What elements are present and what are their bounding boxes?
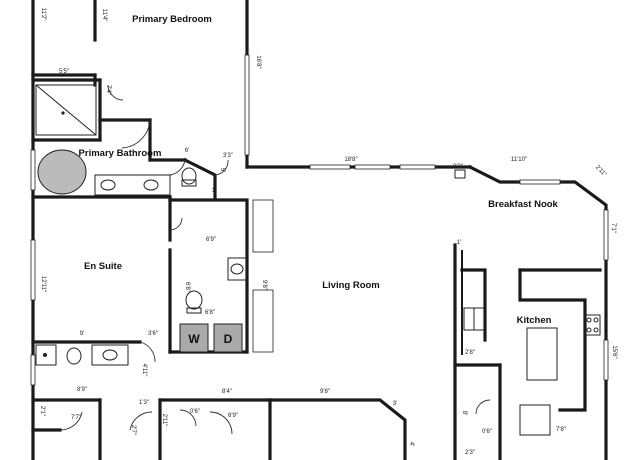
dimension-label: 6'8" — [205, 310, 215, 316]
shower — [35, 84, 97, 136]
label-breakfast-nook: Breakfast Nook — [488, 199, 558, 210]
dimension-label: 5'5" — [59, 69, 69, 75]
window — [603, 339, 609, 381]
dimension-label: 0'6" — [190, 409, 200, 415]
washer — [179, 323, 209, 353]
toilet — [185, 290, 203, 310]
dimension-label: 8'9" — [77, 387, 87, 393]
dimension-label: 18'8" — [344, 157, 357, 163]
dimension-label: 2'3" — [465, 450, 475, 456]
dimension-label: 6'9" — [228, 413, 238, 419]
sink — [143, 179, 159, 191]
dimension-label: 3'6" — [148, 331, 158, 337]
label-primary-bathroom: Primary Bathroom — [79, 148, 162, 159]
refrigerator — [519, 404, 551, 436]
dimension-label: 6'8" — [184, 282, 190, 292]
dimension-label: 1' — [212, 188, 216, 194]
dimension-label: 2'11" — [161, 414, 167, 427]
dimension-label: 0'3" — [453, 164, 463, 170]
dimension-label: 1'3" — [139, 400, 149, 406]
vanity — [94, 174, 171, 196]
dimension-label: 4' — [408, 442, 414, 446]
dimension-label: 6' — [185, 148, 189, 154]
dimension-label: 2'7" — [130, 425, 136, 435]
washer-label: W — [188, 332, 200, 346]
toilet — [181, 167, 197, 185]
windows — [30, 54, 609, 386]
doors — [59, 84, 491, 435]
bathtub — [37, 149, 87, 195]
room-labels: Primary Bedroom Primary Bathroom En Suit… — [79, 14, 559, 326]
window — [244, 54, 250, 156]
window — [30, 149, 36, 191]
label-kitchen: Kitchen — [517, 315, 552, 326]
appliance-labels: W D — [188, 332, 232, 346]
dimension-label: 1' — [457, 240, 461, 246]
fixtures — [35, 84, 602, 436]
window — [309, 164, 351, 170]
vanity — [91, 344, 129, 366]
label-living-room: Living Room — [322, 280, 380, 291]
dimension-label: 11'4" — [101, 9, 107, 22]
window — [603, 209, 609, 261]
dimension-label: 11'10" — [511, 157, 527, 163]
dimension-label: 3' — [393, 401, 397, 407]
dimension-label: 9'8" — [261, 280, 267, 290]
dimension-label: 2'1" — [39, 406, 45, 416]
toilet — [66, 347, 82, 365]
dimension-label: 16'8" — [255, 55, 261, 68]
window — [354, 164, 391, 170]
label-primary-bedroom: Primary Bedroom — [132, 14, 212, 25]
dimension-labels: 11'2" 11'4" 5'5" 16'8" 7'4" 3'3" 6' 1' 5… — [39, 8, 617, 456]
window — [30, 354, 36, 386]
dimension-label: 7'7" — [71, 415, 81, 421]
dimension-label: 2'11" — [594, 165, 607, 178]
dimension-label: 9' — [80, 331, 84, 337]
dimension-label: 8'4" — [222, 389, 232, 395]
dimension-label: 8' — [461, 411, 467, 415]
dryer — [213, 323, 243, 353]
sink — [227, 257, 247, 281]
dryer-label: D — [224, 332, 233, 346]
dimension-label: 7'1" — [610, 223, 616, 233]
dimension-label: 11'2" — [40, 8, 46, 21]
sink — [100, 179, 116, 191]
dimension-label: 9'8" — [320, 389, 330, 395]
stove — [584, 314, 601, 336]
dimension-label: 5' — [219, 168, 225, 172]
window — [252, 199, 274, 253]
kitchen-island — [526, 327, 558, 381]
dimension-label: 7'4" — [105, 85, 111, 95]
dimension-label: 6'9" — [206, 237, 216, 243]
walls — [31, 0, 608, 460]
dimension-label: 12'11" — [40, 276, 46, 292]
window — [519, 179, 561, 185]
label-en-suite: En Suite — [84, 261, 122, 272]
dimension-label: 2'8" — [465, 350, 475, 356]
dimension-label: 4'11" — [141, 364, 147, 377]
window — [30, 239, 36, 301]
window — [399, 164, 436, 170]
dimension-label: 15'6" — [611, 345, 617, 358]
dimension-label: 0'6" — [482, 429, 492, 435]
window — [252, 289, 274, 353]
dimension-label: 7'8" — [556, 427, 566, 433]
dimension-label: 3'3" — [223, 153, 233, 159]
